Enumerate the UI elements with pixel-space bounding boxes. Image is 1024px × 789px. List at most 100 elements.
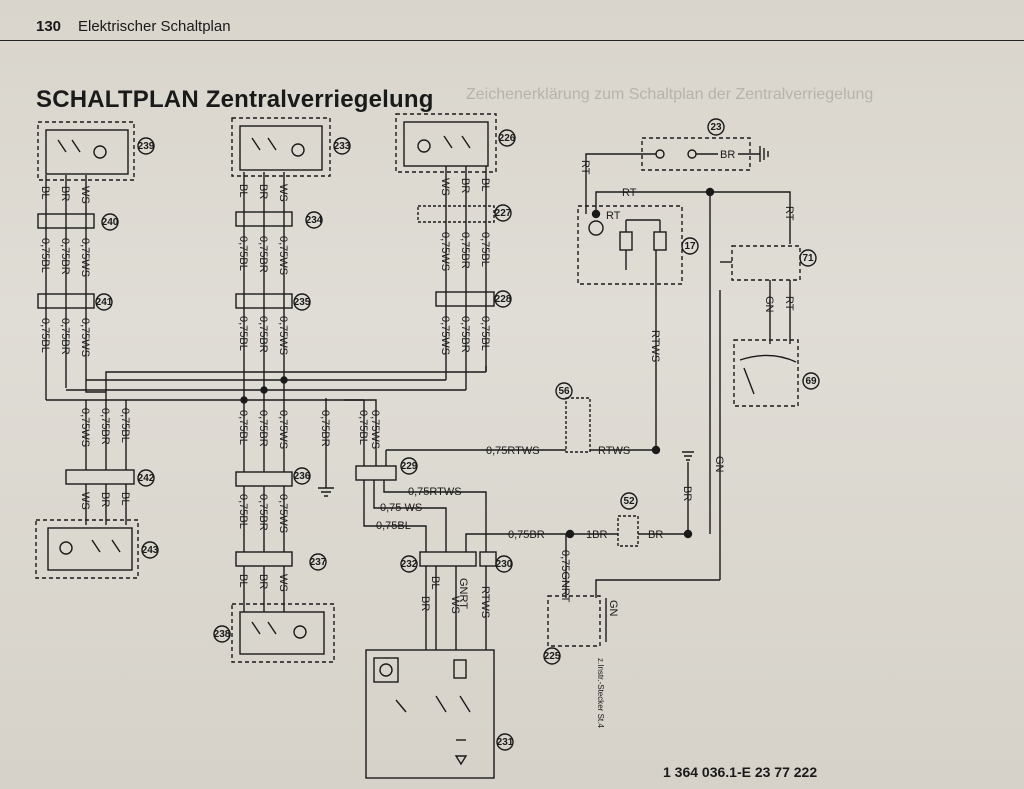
wire-label: 0,75BL bbox=[39, 318, 51, 353]
page-header: 130 Elektrischer Schaltplan bbox=[0, 0, 1024, 41]
wire-label: 0,75BL bbox=[357, 410, 369, 445]
relay-icon bbox=[379, 663, 393, 677]
wire-label: WS bbox=[79, 492, 91, 510]
component-238-label: 238 bbox=[214, 629, 231, 640]
wire-label: 0,75WS bbox=[79, 238, 91, 277]
fuse-icon bbox=[588, 220, 604, 236]
motor-icon bbox=[59, 541, 73, 555]
wire-label: 0,75BL bbox=[39, 238, 51, 273]
connector-235 bbox=[235, 293, 293, 309]
component-231-housing bbox=[365, 649, 495, 779]
component-229-label: 229 bbox=[401, 461, 418, 472]
bleed-through-text: Zeichenerklärung zum Schaltplan der Zent… bbox=[466, 86, 874, 103]
component-69-label: 69 bbox=[805, 376, 817, 387]
wire-label: 0,75BR bbox=[319, 410, 331, 447]
control-unit-area: 229 0,75RTWS 0,75RTWS 0,75 WS 0,75BL 232… bbox=[355, 445, 566, 779]
middle-column: 233 BL BR WS 234 0,75BL 0,75BR 0,75WS 23… bbox=[213, 117, 351, 663]
ground-icon bbox=[318, 487, 334, 497]
wire-label: 0,75WS bbox=[439, 232, 451, 271]
wire-label: BL bbox=[237, 184, 249, 197]
component-239-label: 239 bbox=[138, 141, 155, 152]
motor-icon bbox=[293, 625, 307, 639]
wire-label: WS bbox=[449, 596, 461, 614]
component-242-label: 242 bbox=[138, 473, 155, 484]
wire-label: 0,75BL bbox=[376, 520, 411, 532]
component-71-label: 71 bbox=[802, 253, 814, 264]
wire-label: 0,75BL bbox=[237, 316, 249, 351]
wire-label: BR bbox=[59, 186, 71, 201]
wire-label: 0,75BR bbox=[459, 232, 471, 269]
wire-label: 0,75RTWS bbox=[486, 445, 540, 457]
component-17-label: 17 bbox=[684, 241, 696, 252]
wire-label: 0,75BR bbox=[59, 318, 71, 355]
component-226-housing bbox=[395, 113, 497, 173]
wire-label: GN bbox=[713, 456, 725, 473]
component-69-housing bbox=[733, 339, 799, 407]
wire-label: BL bbox=[237, 574, 249, 587]
wire-label: 0,75BR bbox=[257, 410, 269, 447]
component-225-label: 225 bbox=[544, 651, 561, 662]
bus-wires: 0,75BL 0,75WS bbox=[46, 366, 487, 466]
page-number: 130 bbox=[36, 18, 62, 35]
right-door-column: 226 WS BR BL 227 0,75WS 0,75BR 0,75BL 22… bbox=[395, 113, 516, 390]
wire-label: 0,75WS bbox=[277, 236, 289, 275]
wire-label: 0,75 WS bbox=[380, 502, 422, 514]
component-243-label: 243 bbox=[142, 545, 159, 556]
component-238-housing bbox=[231, 603, 335, 663]
wire-label: BR bbox=[257, 184, 269, 199]
wire-label: BL bbox=[479, 178, 491, 191]
wire-label: BL bbox=[119, 492, 131, 505]
left-column: 239 BL BR WS 240 0,75BL 0,75BR 0,75WS 24… bbox=[35, 121, 159, 579]
wire-label: 0,75RTWS bbox=[408, 486, 462, 498]
wire-label: 1BR bbox=[586, 529, 607, 541]
wire-label: RT bbox=[622, 187, 637, 199]
component-56-label: 56 bbox=[558, 386, 570, 397]
wire-label: RTWS bbox=[649, 330, 661, 362]
wire-label: 0,75BR bbox=[257, 316, 269, 353]
component-226-label: 226 bbox=[499, 133, 516, 144]
wire-label: 0,75BR bbox=[508, 529, 545, 541]
junction-dot bbox=[240, 396, 248, 404]
connector-228 bbox=[435, 291, 495, 307]
connector-227 bbox=[417, 205, 495, 223]
ground-icon bbox=[682, 451, 694, 461]
wire-label: WS bbox=[439, 178, 451, 196]
connector-236 bbox=[235, 471, 293, 487]
component-23-label: 23 bbox=[710, 122, 722, 133]
wire-label: 0,75BL bbox=[119, 408, 131, 443]
component-231-label: 231 bbox=[497, 737, 514, 748]
wire-label: 0,75BR bbox=[59, 238, 71, 275]
wire-label: 0,75WS bbox=[439, 316, 451, 355]
wire-label: BL bbox=[429, 576, 441, 589]
component-228-label: 228 bbox=[495, 294, 512, 305]
ground-icon bbox=[759, 146, 769, 162]
wire-label: BR bbox=[681, 486, 693, 501]
component-239-inner bbox=[45, 129, 129, 175]
wire-label: BR bbox=[257, 574, 269, 589]
component-241-label: 241 bbox=[96, 297, 113, 308]
wire-label: 0,75BL bbox=[479, 232, 491, 267]
junction-dot bbox=[280, 376, 288, 384]
motor-icon bbox=[417, 139, 431, 153]
wire-label: BR bbox=[99, 492, 111, 507]
wire-label: BL bbox=[39, 186, 51, 199]
wire-label: WS bbox=[277, 184, 289, 202]
component-71-housing bbox=[731, 245, 801, 281]
component-52-label: 52 bbox=[623, 496, 635, 507]
wire-label: RTWS bbox=[479, 586, 491, 618]
wire-label: RT bbox=[783, 296, 795, 311]
wire-label: GN bbox=[763, 296, 775, 313]
diode-icon bbox=[454, 755, 468, 766]
wire-label: 0,75BL bbox=[237, 410, 249, 445]
component-243-housing bbox=[35, 519, 139, 579]
page-heading: Elektrischer Schaltplan bbox=[78, 18, 231, 35]
component-230-label: 230 bbox=[496, 559, 513, 570]
junction-dot bbox=[260, 386, 268, 394]
component-56-housing bbox=[565, 397, 591, 453]
connector-240 bbox=[37, 213, 95, 229]
wire-label: RT bbox=[783, 206, 795, 221]
wire-label: BR bbox=[720, 149, 735, 161]
connector-242 bbox=[65, 469, 135, 485]
wire-label: RT bbox=[606, 210, 621, 222]
